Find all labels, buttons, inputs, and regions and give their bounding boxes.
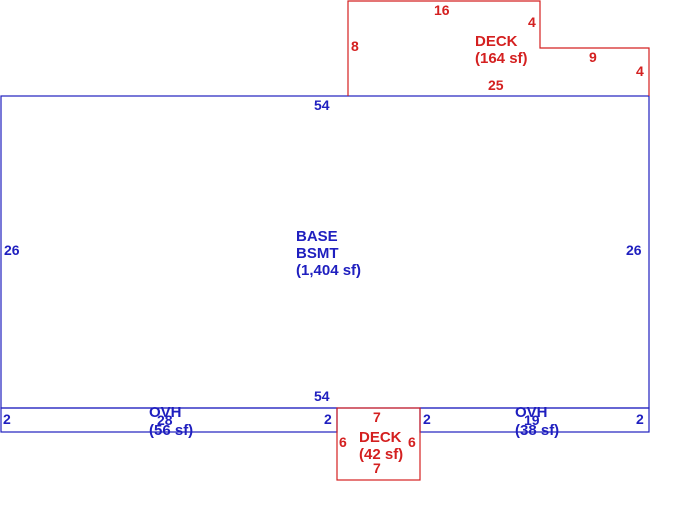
base-area-name: BASE: [296, 228, 338, 245]
deck-bottom-bottom-dimension: 7: [373, 460, 381, 476]
ovh-left-left-dimension: 2: [3, 411, 11, 427]
ovh-right-name: OVH: [515, 404, 548, 421]
ovh-left-size: (56 sf): [149, 422, 193, 439]
deck-bottom-outline: [336, 407, 421, 481]
base-area-size: (1,404 sf): [296, 262, 361, 279]
deck-bottom-top-dimension: 7: [373, 409, 381, 425]
base-area-subname: BSMT: [296, 245, 339, 262]
deck-bottom-right-dimension: 6: [408, 434, 416, 450]
base-left-dimension: 26: [4, 242, 20, 258]
base-right-dimension: 26: [626, 242, 642, 258]
ovh-right-right-dimension: 2: [636, 411, 644, 427]
ovh-right-left-dimension: 2: [423, 411, 431, 427]
deck-top-step-run-dimension: 9: [589, 49, 597, 65]
ovh-right-overlap-dimension: 19: [524, 412, 540, 428]
base-top-dimension: 54: [314, 97, 330, 113]
ovh-left-right-dimension: 2: [324, 411, 332, 427]
deck-top-outline: [347, 0, 650, 96]
ovh-left-overlap-dimension: 28: [157, 412, 173, 428]
deck-top-left-dimension: 8: [351, 38, 359, 54]
base-bottom-dimension: 54: [314, 388, 330, 404]
ovh-left-name: OVH: [149, 404, 182, 421]
deck-bottom-name: DECK: [359, 429, 402, 446]
deck-top-top-dimension: 16: [434, 2, 450, 18]
deck-top-bottom-dimension: 25: [488, 77, 504, 93]
deck-bottom-left-dimension: 6: [339, 434, 347, 450]
deck-bottom-size: (42 sf): [359, 446, 403, 463]
ovh-right-size: (38 sf): [515, 422, 559, 439]
deck-top-step-dimension: 4: [528, 14, 536, 30]
deck-top-size: (164 sf): [475, 50, 528, 67]
deck-top-name: DECK: [475, 33, 518, 50]
deck-top-right-dimension: 4: [636, 63, 644, 79]
